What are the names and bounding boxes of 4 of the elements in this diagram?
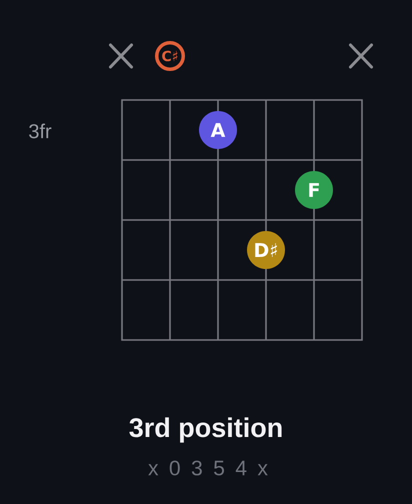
- open-string-ring: C♯: [155, 41, 185, 71]
- fret-label: 3fr: [29, 124, 52, 138]
- title: 3rd position: [129, 417, 282, 443]
- caption: x 0 3 5 4 x: [148, 460, 268, 476]
